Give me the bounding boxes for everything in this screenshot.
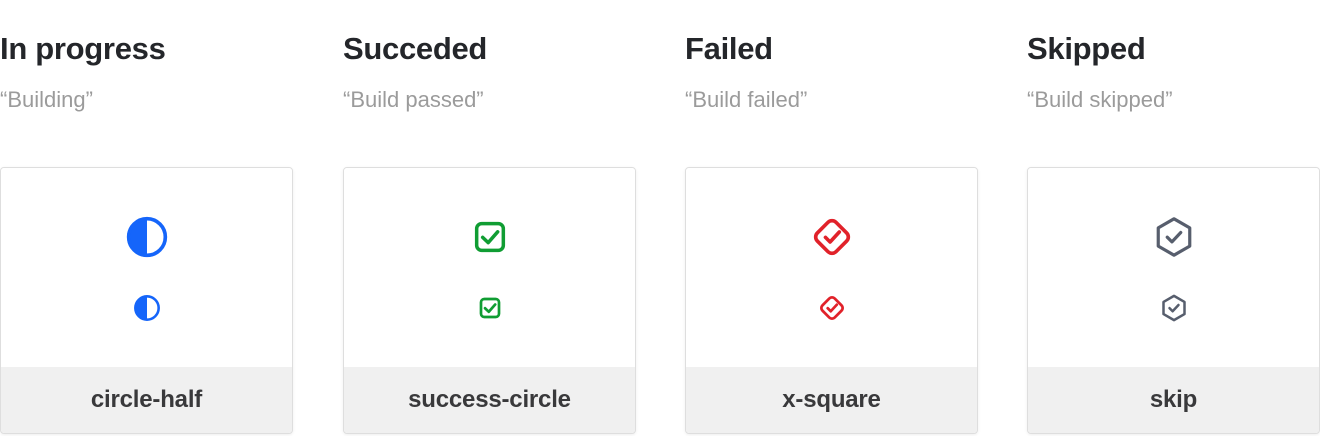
column-in-progress: In progress “Building” circle- bbox=[0, 0, 293, 436]
icon-card-preview bbox=[1028, 168, 1319, 367]
column-title: Succeded bbox=[343, 31, 488, 66]
check-diamond-icon bbox=[809, 214, 855, 260]
icon-card-success-circle: success-circle bbox=[343, 167, 636, 434]
column-failed: Failed “Build failed” x-square bbox=[685, 0, 978, 436]
icon-card-circle-half: circle-half bbox=[0, 167, 293, 434]
icon-card-footer: success-circle bbox=[344, 367, 635, 433]
icon-card-preview bbox=[686, 168, 977, 367]
column-succeded: Succeded “Build passed” succes bbox=[343, 0, 636, 436]
icon-name-label: x-square bbox=[782, 386, 881, 413]
circle-half-icon bbox=[133, 294, 161, 322]
column-title: Skipped bbox=[1027, 31, 1146, 66]
icon-card-preview bbox=[344, 168, 635, 367]
icon-card-footer: circle-half bbox=[1, 367, 292, 433]
circle-half-icon bbox=[125, 215, 169, 259]
icon-card-x-square: x-square bbox=[685, 167, 978, 434]
check-hexagon-icon bbox=[1159, 293, 1189, 323]
column-subtitle: “Building” bbox=[0, 87, 93, 112]
check-diamond-icon bbox=[817, 293, 847, 323]
icon-name-label: circle-half bbox=[90, 386, 203, 413]
icon-name-label: skip bbox=[1149, 386, 1198, 413]
check-hexagon-icon bbox=[1151, 215, 1196, 260]
icon-name-label: success-circle bbox=[408, 386, 571, 413]
icon-card-footer: skip bbox=[1028, 367, 1319, 433]
icon-card-footer: x-square bbox=[686, 367, 977, 433]
check-square-icon bbox=[470, 217, 510, 257]
column-title: Failed bbox=[685, 31, 773, 66]
column-subtitle: “Build skipped” bbox=[1027, 87, 1173, 112]
column-subtitle: “Build passed” bbox=[343, 87, 484, 112]
column-skipped: Skipped “Build skipped” skip bbox=[1027, 0, 1320, 436]
column-subtitle: “Build failed” bbox=[685, 87, 808, 112]
icon-card-preview bbox=[1, 168, 292, 367]
column-title: In progress bbox=[0, 31, 166, 66]
check-square-icon bbox=[476, 295, 503, 322]
icon-card-skip: skip bbox=[1027, 167, 1320, 434]
